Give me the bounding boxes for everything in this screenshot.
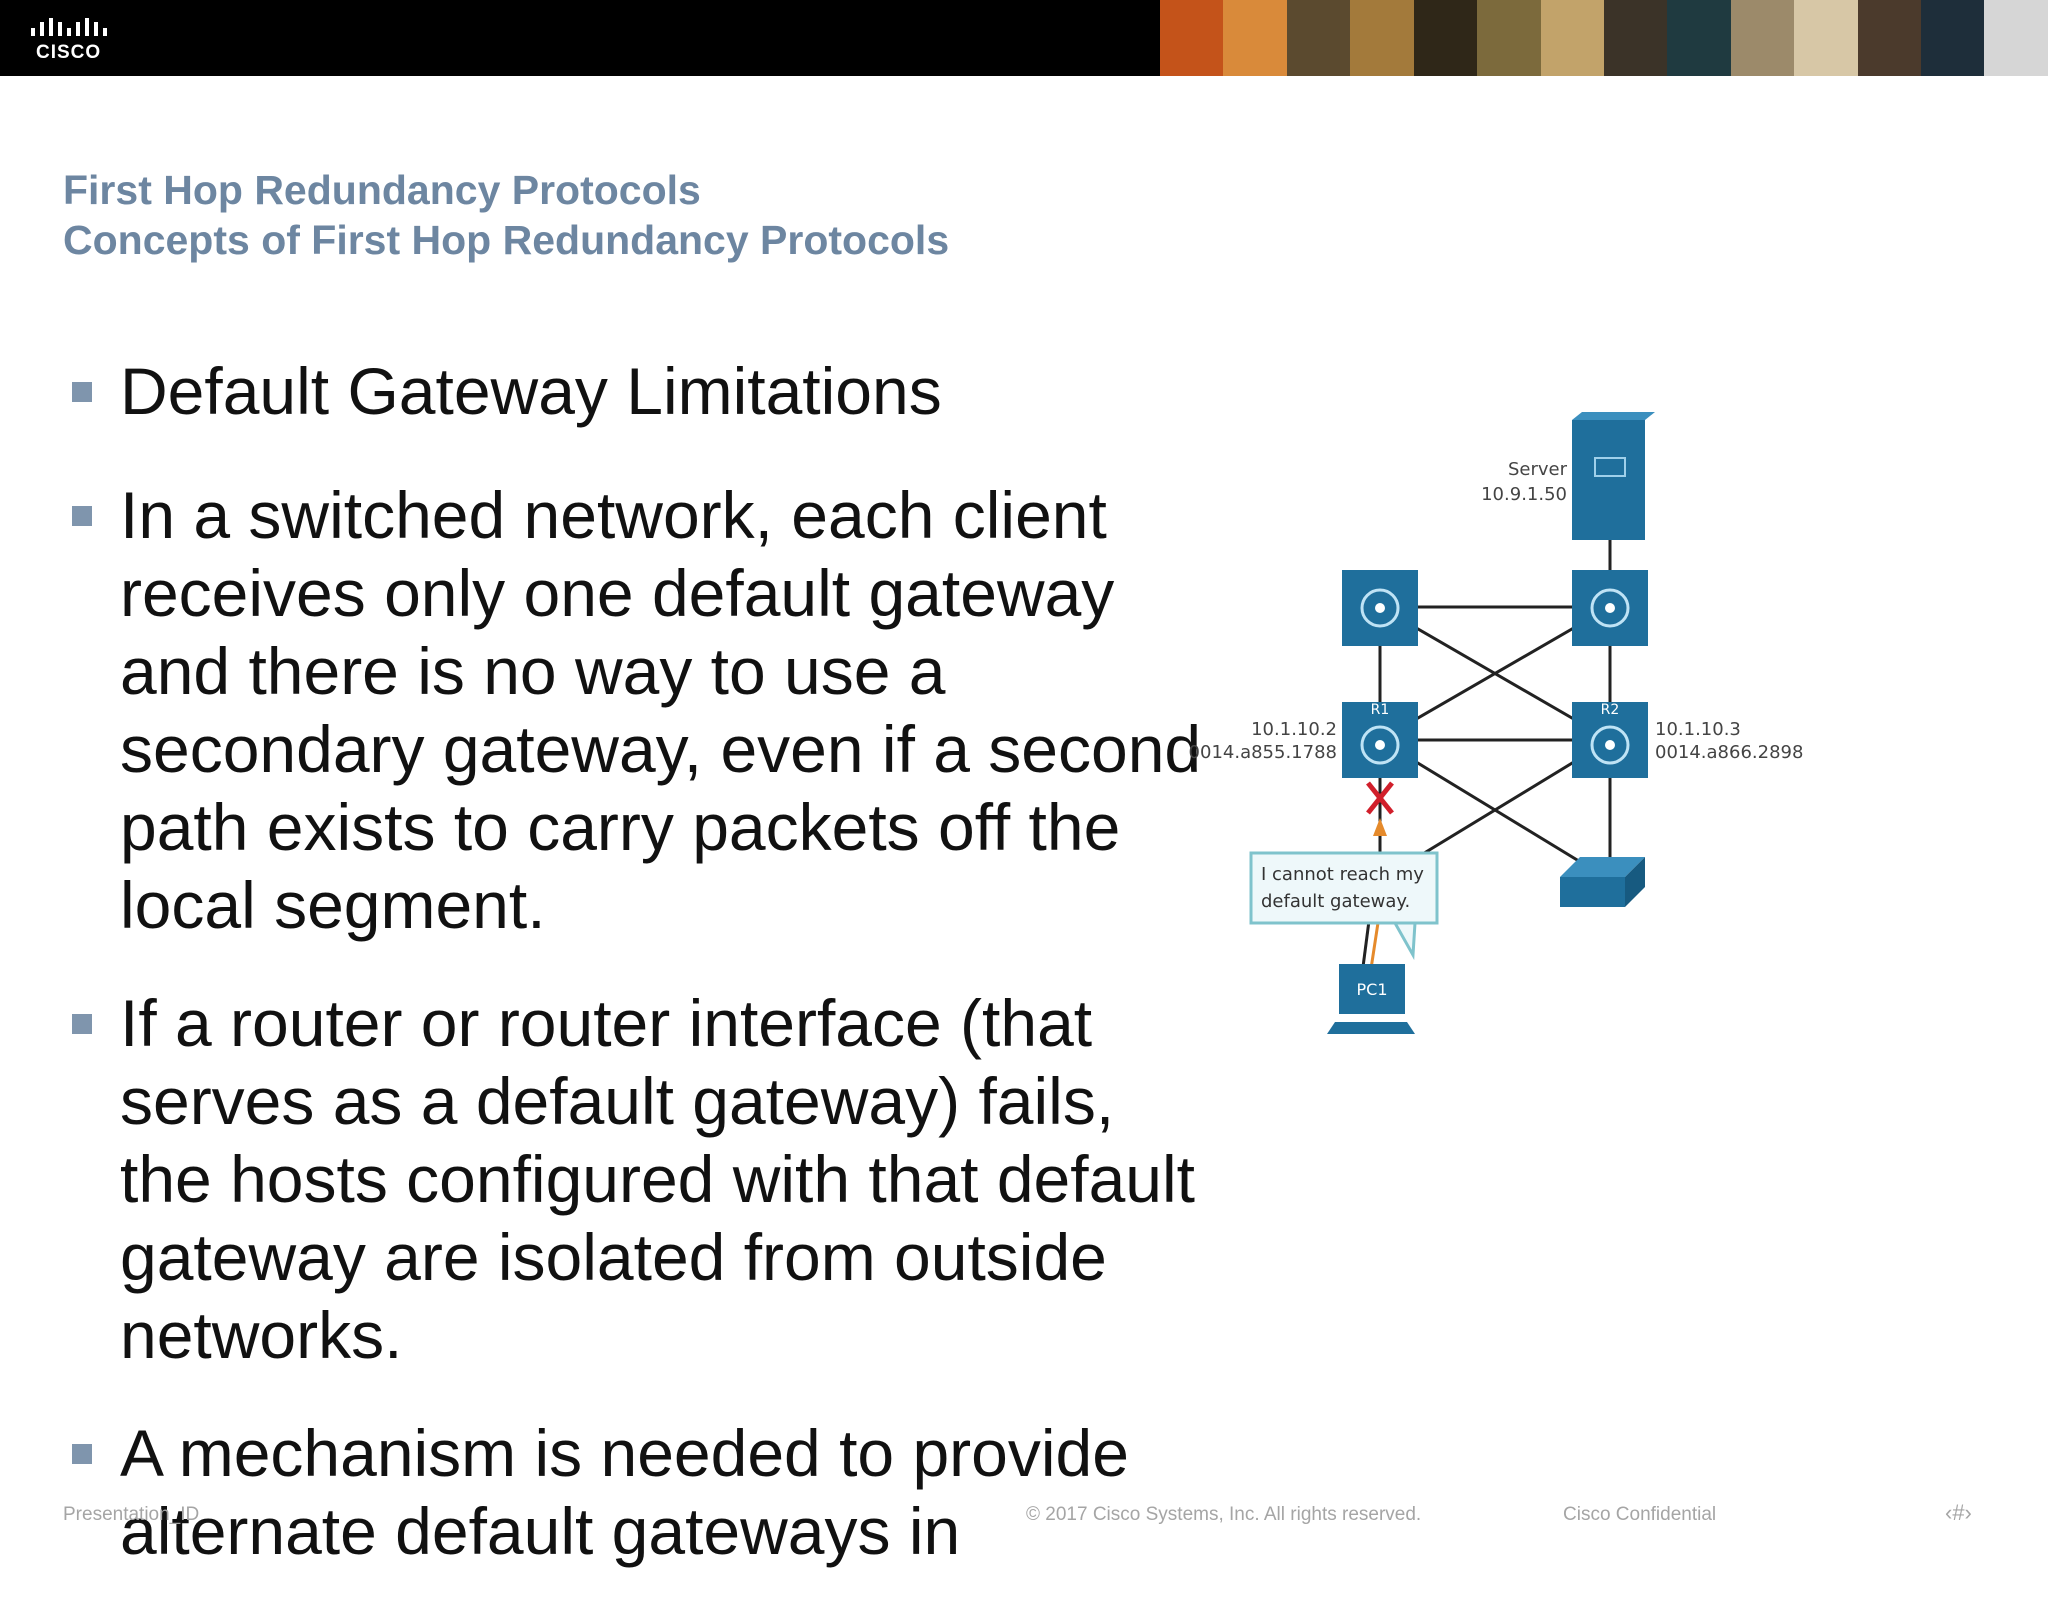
header-photo-tile xyxy=(1413,0,1478,76)
header-photo-tile xyxy=(1984,0,2048,76)
bullet-list: Default Gateway Limitations In a switche… xyxy=(70,352,1220,1610)
router-r1-icon xyxy=(1342,702,1418,778)
bullet-item: In a switched network, each client recei… xyxy=(70,476,1220,944)
bullet-text: In a switched network, each client recei… xyxy=(120,478,1202,942)
core-switch-icon xyxy=(1572,570,1648,646)
cisco-logo xyxy=(31,18,107,36)
link-failure-icon xyxy=(1366,781,1394,815)
r2-mac: 0014.a866.2898 xyxy=(1655,742,1803,763)
header-photo-tile xyxy=(1477,0,1541,76)
server-ip: 10.9.1.50 xyxy=(1481,484,1567,505)
pc-label: PC1 xyxy=(1357,980,1388,999)
header-photo-strip xyxy=(1160,0,2048,76)
header-photo-tile xyxy=(1667,0,1731,76)
bullet-square-icon xyxy=(72,1444,92,1464)
callout-bubble xyxy=(1249,851,1439,961)
r1-mac: 0014.a855.1788 xyxy=(1189,742,1337,763)
slide-title: First Hop Redundancy Protocols xyxy=(63,167,701,213)
bullet-item: If a router or router interface (that se… xyxy=(70,984,1220,1374)
bullet-square-icon xyxy=(72,382,92,402)
slide-subtitle: Concepts of First Hop Redundancy Protoco… xyxy=(63,217,950,263)
server-icon xyxy=(1572,412,1655,540)
header-photo-tile xyxy=(1921,0,1985,76)
header-photo-tile xyxy=(1603,0,1668,76)
bullet-text: A mechanism is needed to provide alterna… xyxy=(120,1416,1129,1568)
server-label: Server xyxy=(1508,459,1568,480)
header-photo-tile xyxy=(1286,0,1351,76)
router-r2-label: R2 xyxy=(1601,702,1620,718)
pc-icon xyxy=(1327,964,1415,1034)
callout-line-1: I cannot reach my xyxy=(1261,864,1424,885)
header-photo-tile xyxy=(1160,0,1224,76)
core-switch-icon xyxy=(1342,570,1418,646)
header-photo-tile xyxy=(1794,0,1858,76)
header-bar: CISCO xyxy=(0,0,2048,76)
callout-line-2: default gateway. xyxy=(1261,891,1410,912)
bullet-text: If a router or router interface (that se… xyxy=(120,986,1196,1372)
footer-page-number: ‹#› xyxy=(1945,1500,1972,1525)
footer-confidential: Cisco Confidential xyxy=(1563,1504,1717,1525)
bullet-item: A mechanism is needed to provide alterna… xyxy=(70,1414,1220,1570)
router-r2-icon xyxy=(1572,702,1648,778)
header-photo-tile xyxy=(1730,0,1795,76)
footer-presentation-id: Presentation_ID xyxy=(63,1504,200,1525)
header-photo-tile xyxy=(1350,0,1414,76)
header-photo-tile xyxy=(1857,0,1922,76)
network-diagram: Server 10.9.1.50 R1 R2 10.1.10.2 0014.a8… xyxy=(1189,412,1803,1034)
router-r1-label: R1 xyxy=(1371,702,1390,718)
header-photo-tile xyxy=(1540,0,1604,76)
r2-ip: 10.1.10.3 xyxy=(1655,719,1741,740)
footer-copyright: © 2017 Cisco Systems, Inc. All rights re… xyxy=(1026,1504,1422,1525)
bullet-text: Default Gateway Limitations xyxy=(120,354,942,428)
bullet-item: Default Gateway Limitations xyxy=(70,352,1220,430)
slide-title-block: First Hop Redundancy Protocols Concepts … xyxy=(63,165,949,265)
cisco-wordmark: CISCO xyxy=(36,42,102,63)
access-switch-icon xyxy=(1560,857,1645,907)
bullet-square-icon xyxy=(72,506,92,526)
bullet-square-icon xyxy=(72,1014,92,1034)
traffic-arrow-icon xyxy=(1373,818,1387,836)
r1-ip: 10.1.10.2 xyxy=(1251,719,1337,740)
header-photo-tile xyxy=(1223,0,1287,76)
